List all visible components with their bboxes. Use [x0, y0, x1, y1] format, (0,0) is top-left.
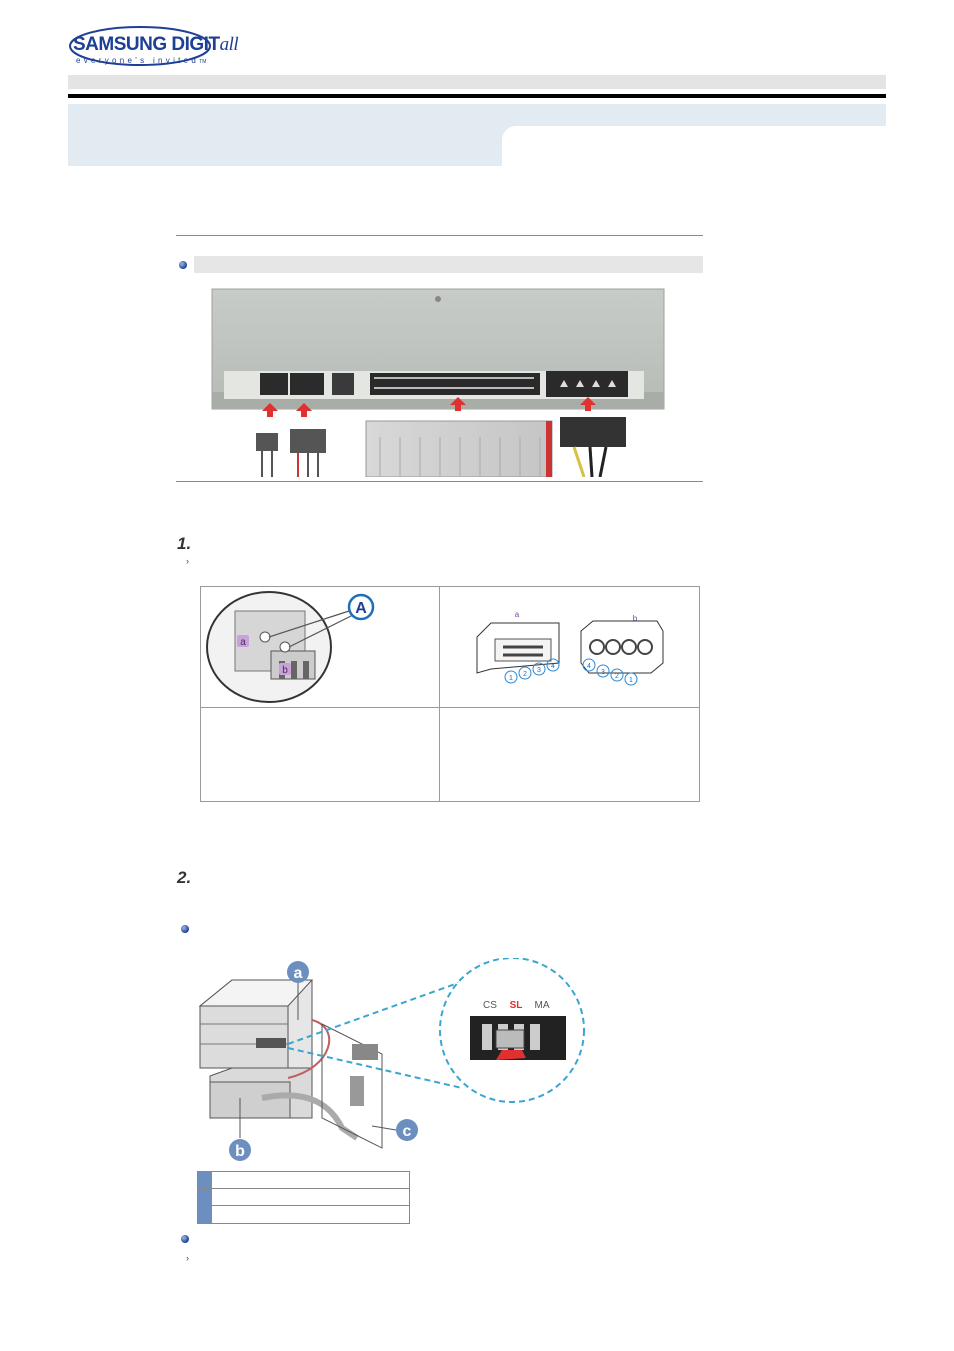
pin-b-2: 2: [615, 673, 619, 680]
title-band: [68, 104, 886, 166]
step-2-number: 2.: [177, 868, 192, 887]
fig-b-label-b: b: [633, 614, 638, 623]
jumper-sl-label: SL: [510, 1000, 523, 1011]
logo-tagline: everyone's invitedTM: [76, 56, 206, 65]
callout-b: b: [235, 1143, 245, 1160]
fig-a-label: A: [355, 600, 367, 617]
samsung-logo: SAMSUNG DIGITall: [73, 34, 239, 56]
jumper-cs-label: CS: [483, 1000, 497, 1011]
chevron-right-icon: ›: [186, 556, 189, 566]
pin-b-3: 3: [601, 669, 605, 676]
pin-b-4: 4: [587, 663, 591, 670]
drive-rear-panel-image: [211, 288, 665, 477]
connector-diagram-table: A a b a b 1 2 3 4 4 3 2 1: [200, 586, 700, 802]
logo-tagline-text: everyone's invited: [76, 56, 200, 65]
pin-a-1: 1: [509, 675, 513, 682]
legend-row: [198, 1206, 409, 1223]
chevron-right-icon: ›: [186, 1253, 189, 1263]
header-grey-band: [68, 75, 886, 89]
pin-a-4: 4: [551, 663, 555, 670]
power-connector-closeup-image: A a b: [206, 591, 375, 703]
section-rule-bottom: [176, 481, 703, 482]
logo-brand: SAMSUNG DIGIT: [73, 34, 220, 55]
logo-tm: TM: [199, 59, 207, 65]
step-1-number: 1.: [177, 534, 192, 553]
pin-a-3: 3: [537, 667, 541, 674]
callout-a: a: [294, 965, 303, 982]
logo-brand-suffix: all: [219, 34, 239, 55]
fig-a-sub-a: a: [240, 637, 246, 648]
pin-a-2: 2: [523, 671, 527, 678]
callout-legend-table: [197, 1171, 410, 1224]
header-black-rule: [68, 94, 886, 98]
legend-row: [198, 1189, 409, 1206]
logo-swoosh-icon: [69, 26, 211, 66]
section-rule-top: [176, 235, 703, 236]
subheading-bar: [194, 256, 703, 273]
legend-row: [198, 1172, 409, 1189]
jumper-ma-label: MA: [535, 1000, 550, 1011]
jumper-setting-illustration: CS SL MA a b c: [198, 958, 585, 1161]
fig-a-sub-b: b: [282, 665, 288, 676]
bullet-icon: [181, 1235, 189, 1243]
pin-layout-diagram: a b 1 2 3 4 4 3 2 1: [476, 610, 664, 686]
bullet-icon: [179, 261, 187, 269]
callout-c: c: [403, 1123, 412, 1140]
pin-b-1: 1: [629, 677, 633, 684]
bullet-icon: [181, 925, 189, 933]
fig-b-label-a: a: [515, 610, 520, 619]
